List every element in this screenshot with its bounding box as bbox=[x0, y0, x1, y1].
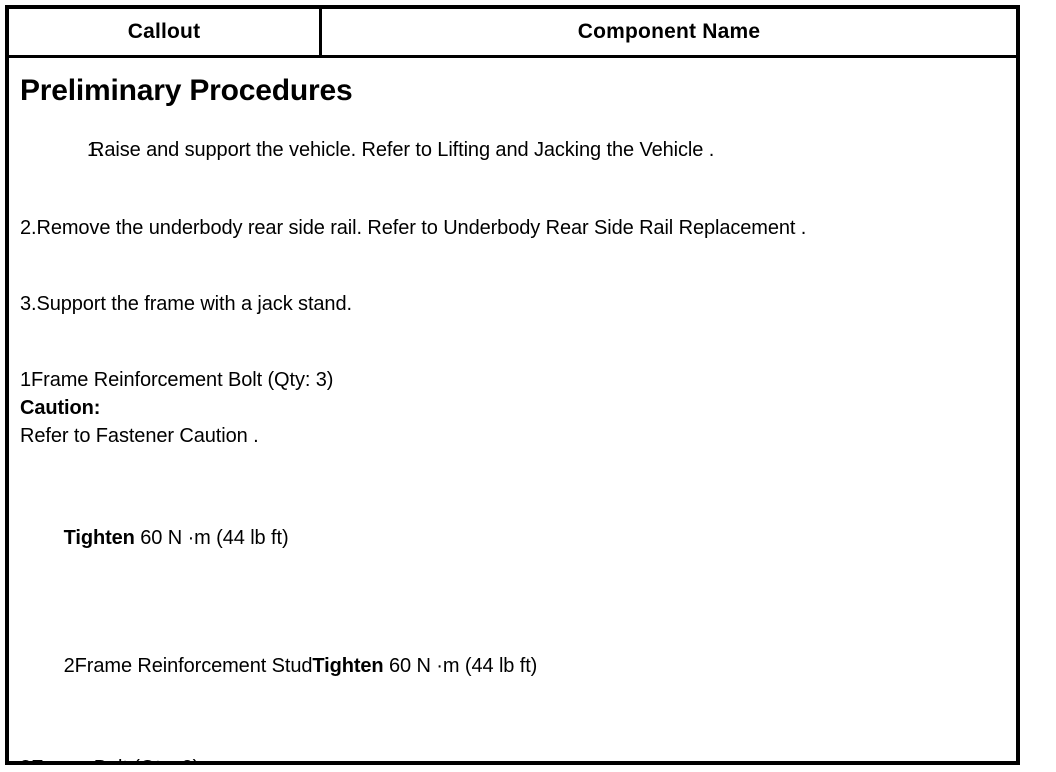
callout-3-text: 3Frame Bolt (Qty: 2) bbox=[20, 755, 1016, 762]
callout-2-row: 2Frame Reinforcement StudTighten 60 N ·m… bbox=[20, 627, 1016, 705]
caution-label: Caution: bbox=[20, 397, 101, 419]
tighten-value: 60 N ·m (44 lb ft) bbox=[383, 655, 538, 677]
step-3-text: 3.Support the frame with a jack stand. bbox=[20, 293, 352, 315]
tighten-label: Tighten bbox=[63, 527, 135, 549]
table-body-cell: Preliminary Procedures 1. Raise and supp… bbox=[9, 58, 1016, 762]
page-title: Preliminary Procedures bbox=[20, 74, 353, 107]
step-number: 1. bbox=[87, 139, 104, 161]
column-header-component-name: Component Name bbox=[577, 20, 761, 43]
tighten-spec-1: Tighten 60 N ·m (44 lb ft) bbox=[20, 499, 1016, 577]
step-2-text: 2.Remove the underbody rear side rail. R… bbox=[20, 217, 807, 239]
table-header-row: Callout Component Name bbox=[9, 9, 1016, 58]
tighten-label: Tighten bbox=[312, 655, 384, 677]
step-text: Raise and support the vehicle. Refer to … bbox=[90, 139, 715, 161]
callout-1-text: 1Frame Reinforcement Bolt (Qty: 3) bbox=[20, 369, 334, 391]
list-item: 1. Raise and support the vehicle. Refer … bbox=[20, 137, 1016, 163]
tighten-value: 60 N ·m (44 lb ft) bbox=[134, 527, 289, 549]
caution-text: Refer to Fastener Caution . bbox=[20, 425, 259, 447]
procedure-table: Callout Component Name Preliminary Proce… bbox=[5, 5, 1020, 765]
column-header-callout: Callout bbox=[9, 9, 322, 55]
callout-2-text: 2Frame Reinforcement Stud bbox=[63, 655, 313, 677]
